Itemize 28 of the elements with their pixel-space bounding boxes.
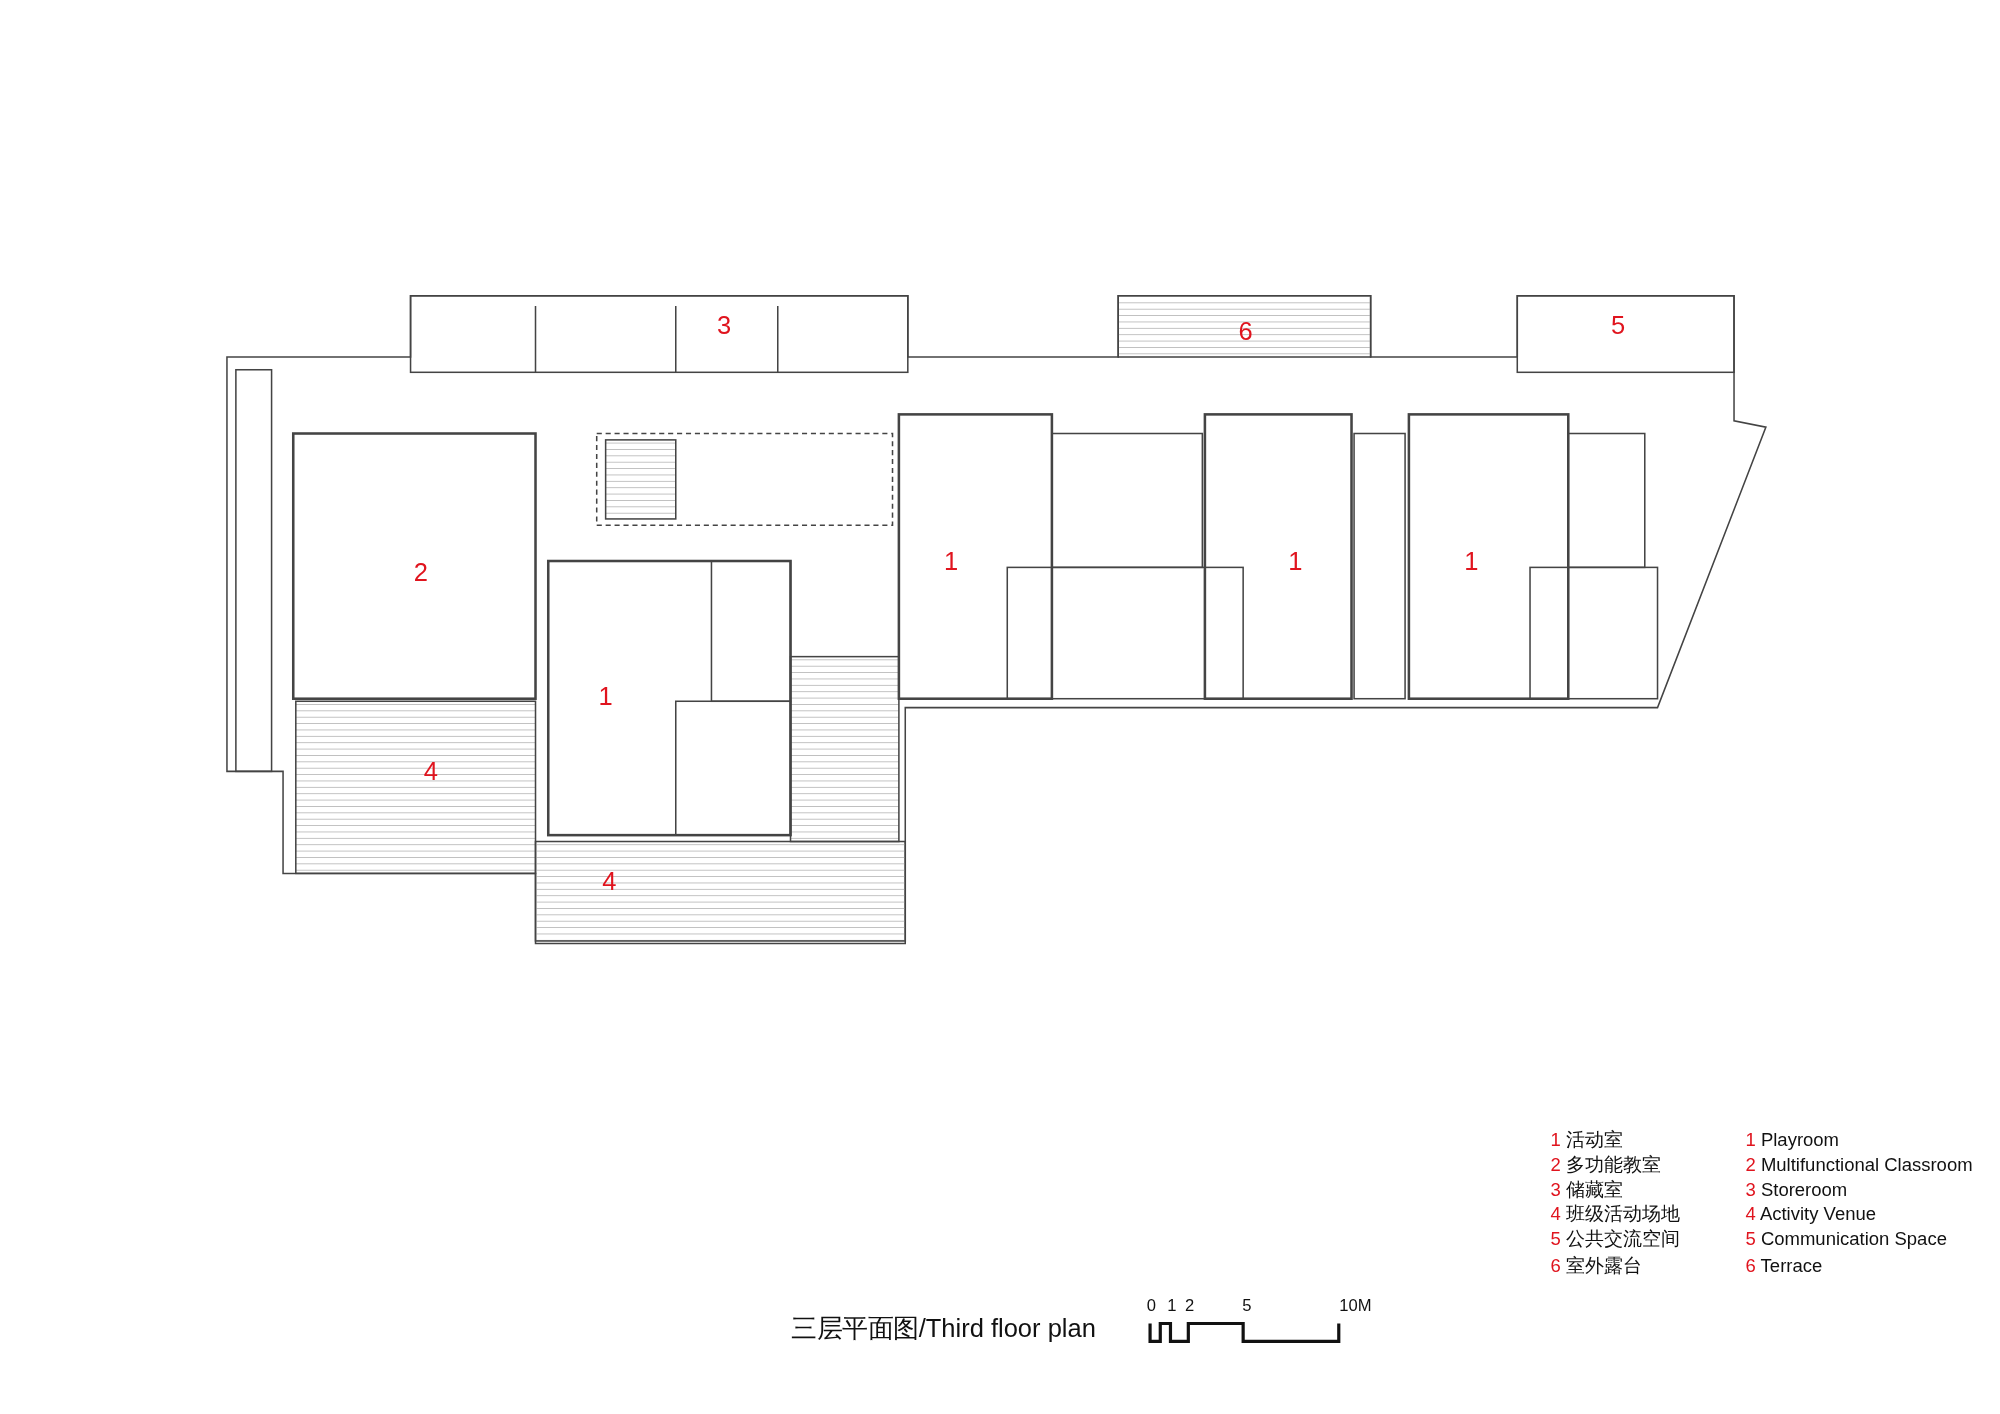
callout-number: 5 xyxy=(1610,312,1626,338)
legend-entry: 1 活动室 xyxy=(1550,1130,1624,1150)
legend-entry: 4 班级活动场地 xyxy=(1550,1204,1681,1224)
legend-entry: 3 Storeroom xyxy=(1745,1180,1848,1199)
legend-entry: 4 Activity Venue xyxy=(1745,1204,1877,1224)
plan-title: 三层平面图/Third floor plan xyxy=(791,1315,1096,1342)
legend-entry: 5 Communication Space xyxy=(1745,1230,1947,1249)
callout-number: 3 xyxy=(717,312,732,338)
legend-entry: 6 Terrace xyxy=(1745,1256,1823,1276)
legend-entry: 2 多功能教室 xyxy=(1550,1156,1662,1175)
scale-label: 0 xyxy=(1146,1297,1156,1314)
legend-entry: 6 室外露台 xyxy=(1550,1256,1643,1276)
callout-number: 1 xyxy=(1288,548,1303,574)
legend-entry: 3 储藏室 xyxy=(1550,1180,1624,1199)
callout-number: 2 xyxy=(413,559,428,586)
legend-entry: 2 Multifunctional Classroom xyxy=(1745,1156,1973,1175)
callout-number: 1 xyxy=(598,683,613,709)
callout-number: 1 xyxy=(944,548,959,574)
legend-entry: 1 Playroom xyxy=(1745,1130,1839,1150)
scale-label: 2 xyxy=(1185,1297,1195,1314)
callout-number: 4 xyxy=(602,868,617,894)
scale-label: 1 xyxy=(1167,1297,1177,1314)
legend-entry: 5 公共交流空间 xyxy=(1550,1230,1681,1249)
callout-number: 4 xyxy=(423,758,439,785)
scale-label: 5 xyxy=(1242,1297,1252,1314)
scale-label: 10M xyxy=(1339,1297,1372,1314)
callout-number: 6 xyxy=(1238,318,1253,345)
callout-number: 1 xyxy=(1464,548,1479,574)
